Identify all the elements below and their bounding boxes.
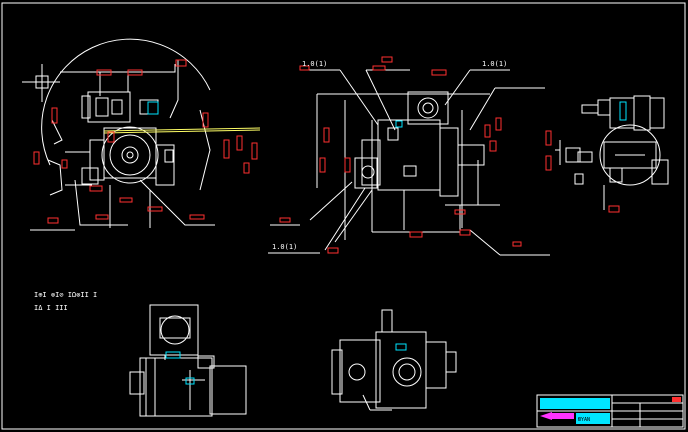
side-view-right bbox=[555, 95, 669, 210]
bottom-left-highlights bbox=[165, 351, 195, 385]
left-view-highlights bbox=[103, 101, 261, 134]
gdt-symbols-row2: ΙΔ Ι ΙΙΙ bbox=[34, 304, 68, 312]
leader-label-bottom-left: 1.0(1) bbox=[272, 243, 297, 251]
bottom-view-left bbox=[129, 304, 247, 417]
right-view-highlights bbox=[619, 101, 627, 121]
bottom-view-center bbox=[331, 309, 457, 411]
bottom-left-text: Ι⊕Ι ⊗Ι⊘ ΙΩ⊗ΙΙ Ι ΙΔ Ι ΙΙΙ bbox=[34, 291, 97, 312]
leader-label-top-right: 1.0(1) bbox=[482, 60, 507, 68]
side-view-left bbox=[22, 38, 215, 231]
left-view-dimension-labels bbox=[33, 59, 258, 224]
center-view-dimension-labels bbox=[279, 56, 522, 254]
bottom-center-highlights bbox=[395, 343, 407, 351]
right-view-dimension-labels bbox=[545, 130, 620, 213]
crosshair-icon bbox=[22, 64, 60, 102]
title-block-logo: ЮYAN bbox=[578, 417, 590, 423]
gdt-symbols-row1: Ι⊕Ι ⊗Ι⊘ ΙΩ⊗ΙΙ Ι bbox=[34, 291, 97, 299]
title-block: ЮYAN bbox=[536, 394, 684, 428]
leader-label-top: 1.0(1) bbox=[302, 60, 327, 68]
center-view-leader-labels: 1.0(1) 1.0(1) 1.0(1) bbox=[272, 60, 507, 251]
front-view-center bbox=[268, 69, 550, 256]
center-view-highlights bbox=[395, 120, 403, 128]
